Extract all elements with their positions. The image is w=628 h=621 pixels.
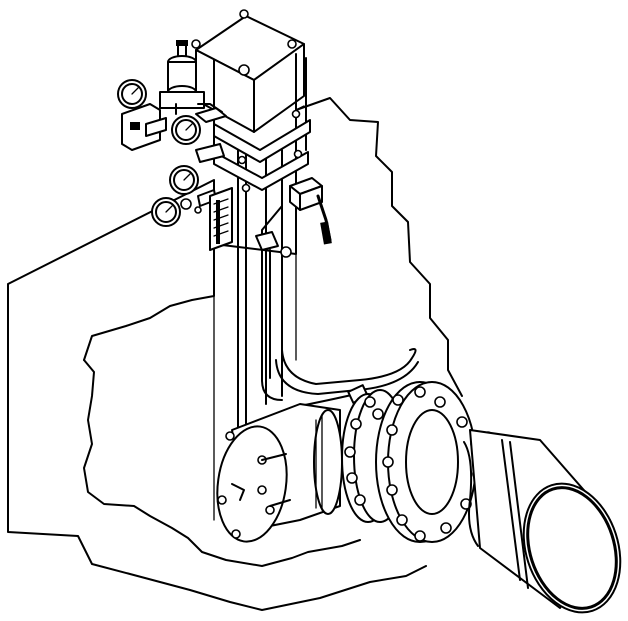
actuator-box [191, 9, 311, 193]
scale-indicator-icon [209, 187, 233, 251]
vertical-stem [237, 149, 283, 431]
oval-cover-icon [216, 425, 291, 543]
bolted-flange-icon [375, 381, 497, 543]
pipe-outlet-icon [463, 429, 622, 614]
lever-handle-icon [255, 177, 332, 258]
pressure-gauge-icon [117, 79, 147, 109]
pressure-gauge-icon [151, 197, 181, 227]
positioner [159, 40, 205, 109]
pressure-gauge-icon [169, 165, 199, 195]
pressure-gauge-icon [171, 115, 201, 145]
concrete-block [7, 97, 463, 611]
